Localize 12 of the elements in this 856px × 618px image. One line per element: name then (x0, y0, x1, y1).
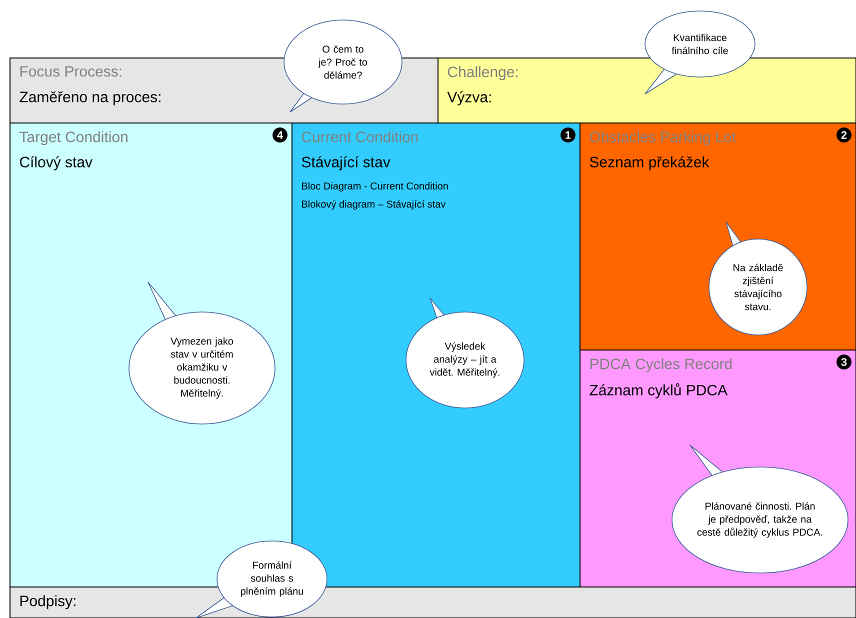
speech-bubble: O čem to je? Proč to děláme? (284, 20, 402, 112)
speech-bubble: Vymezen jako stav v určitém okamžiku v budoucnosti. Měřitelný. (128, 282, 276, 424)
speech-bubble: Na základě zjištění stávajícího stavu. (708, 222, 808, 336)
speech-bubble: Kvantifikace finálního cíle (644, 10, 756, 94)
number-badge: 2 (836, 128, 852, 142)
speech-bubble: Formální souhlas s plněním plánu (196, 540, 328, 618)
number-badge: 4 (272, 128, 288, 142)
number-badge: 3 (836, 354, 852, 370)
number-badge: 1 (560, 128, 576, 142)
speech-bubble: Plánované činnosti. Plán je předpověď, takže na cestě důležitý cyklus PDCA. (672, 444, 848, 574)
panel: Challenge: Výzva: (438, 58, 856, 124)
speech-bubble: Výsledek analýzy – jít a vidět. Měřitelný. (406, 298, 524, 408)
